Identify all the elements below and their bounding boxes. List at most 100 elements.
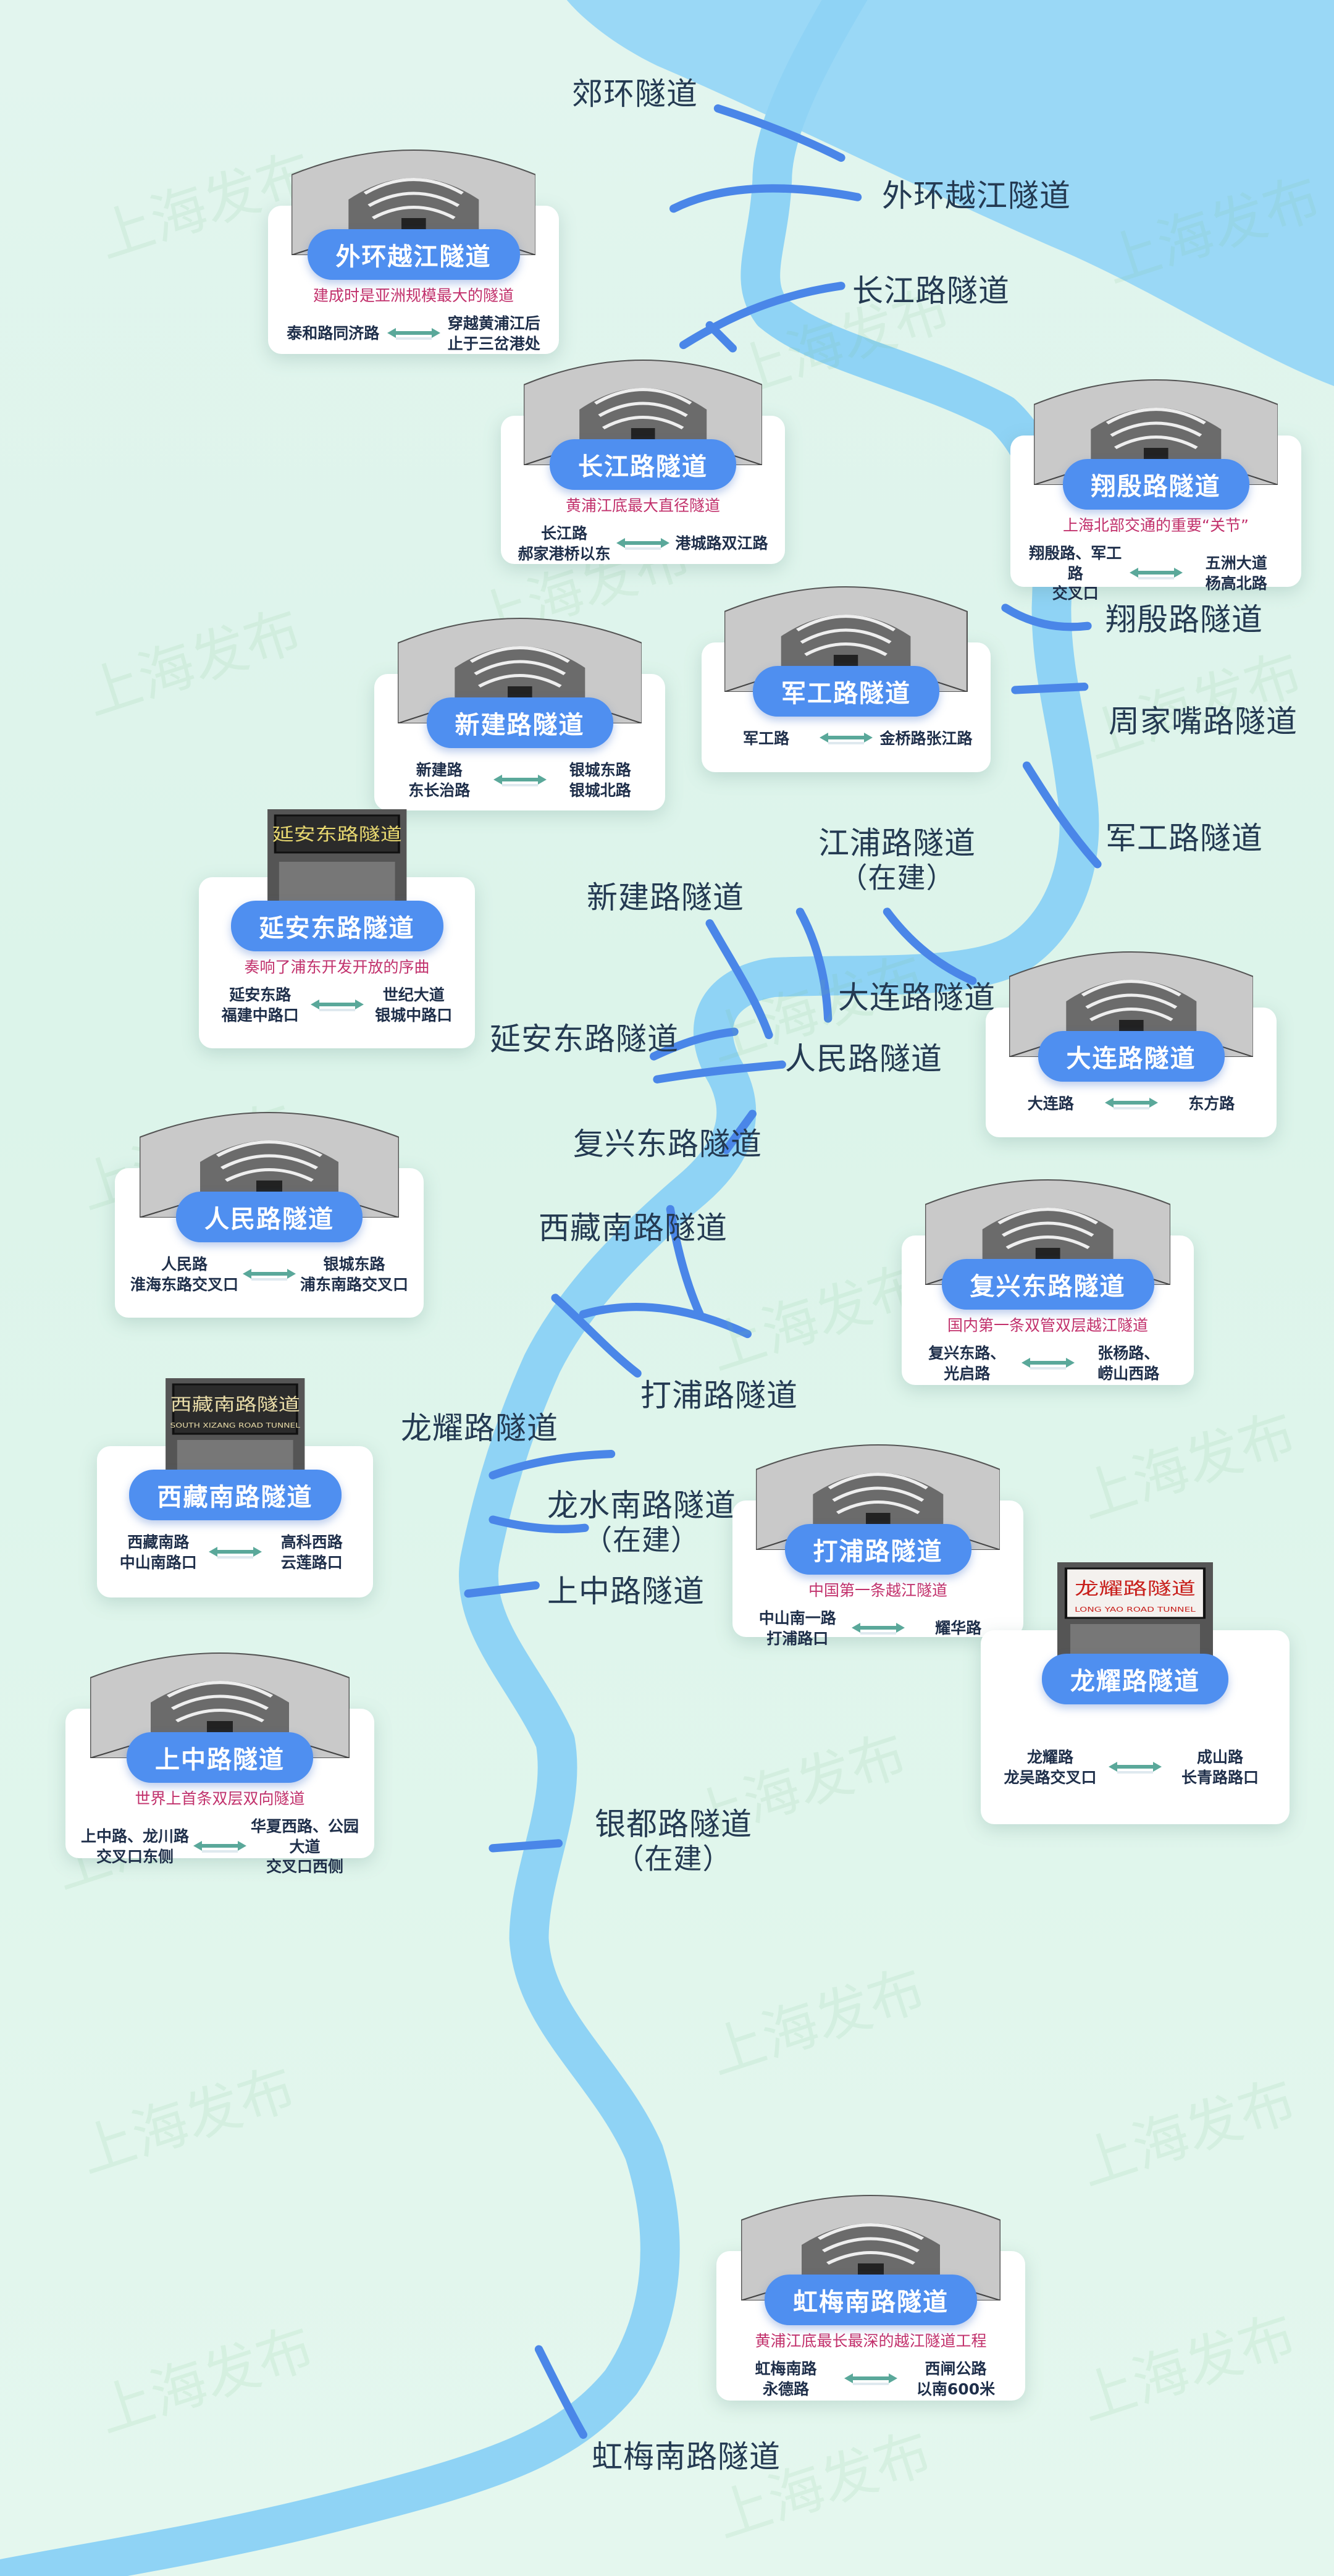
bidirectional-arrow-icon [851,1622,905,1635]
sign-text-en: LONG YAO ROAD TUNNEL [1075,1606,1196,1614]
tunnel-mark-xinjian [705,919,773,1040]
sign-text: 延安东路隧道 [272,825,401,844]
tunnel-route: 上中路、龙川路 交叉口东侧 华夏西路、公园大道 交叉口西侧 [78,1817,362,1877]
map-label-text: 人民路隧道 [785,1041,942,1077]
map-label-text: 龙耀路隧道 [401,1410,558,1446]
map-label-text: 西藏南路隧道 [539,1210,728,1246]
map-label: 郊环隧道 [572,76,698,112]
tunnel-name-badge: 复兴东路隧道 [941,1259,1154,1310]
tunnel-route: 中山南一路 打浦路口 耀华路 [745,1609,1011,1649]
tunnel-name-badge: 人民路隧道 [176,1192,363,1242]
tunnel-mark-zhoujiazui [1011,682,1089,694]
tunnel-card: 复兴东路隧道 国内第一条双管双层越江隧道 复兴东路、 光启路 张杨路、 崂山西路 [902,1179,1194,1385]
bidirectional-arrow-icon [243,1268,296,1281]
map-label: 长江路隧道 [852,273,1010,309]
yangtze-estuary [566,0,1334,386]
map-label: 新建路隧道 [587,880,744,916]
route-start: 上中路、龙川路 交叉口东侧 [80,1827,189,1866]
tunnel-card: 新建路隧道 新建路 东长治路 银城东路 银城北路 [374,618,665,810]
tunnel-route: 大连路 东方路 [998,1094,1264,1114]
map-label-status: （在建） [615,1842,732,1875]
tunnel-name-badge: 翔殷路隧道 [1062,459,1249,510]
tunnel-route: 新建路 东长治路 银城东路 银城北路 [387,760,653,801]
route-start: 长江路 郝家港桥以东 [518,524,611,563]
tunnel-card: 龙耀路隧道 LONG YAO ROAD TUNNEL 龙耀路隧道 龙耀路 龙吴路… [981,1562,1290,1824]
tunnel-mark-fuxing [722,1109,757,1155]
tunnel-card: 虹梅南路隧道 黄浦江底最长最深的越江隧道工程 虹梅南路 永德路 西闸公路 以南6… [716,2195,1025,2401]
map-label: 延安东路隧道 [490,1021,679,1058]
route-end: 穿越黄浦江后 止于三岔港处 [447,314,540,353]
tunnel-mark-longshui [489,1515,589,1533]
tunnel-name-badge: 西藏南路隧道 [128,1470,342,1520]
tunnel-name-badge: 延安东路隧道 [230,901,443,951]
map-label-text: 郊环隧道 [572,76,698,112]
bidirectional-arrow-icon [820,733,873,745]
bidirectional-arrow-icon [1129,567,1183,579]
tunnel-mark-yanan [650,1027,739,1061]
map-label-text: 外环越江隧道 [882,178,1071,214]
map-label: 周家嘴路隧道 [1109,704,1298,740]
map-label: 龙耀路隧道 [401,1410,558,1447]
route-start: 延安东路 福建中路口 [221,986,299,1024]
map-label-text: 上中路隧道 [547,1573,705,1609]
bidirectional-arrow-icon [193,1840,246,1853]
tunnel-card: 外环越江隧道 建成时是亚洲规模最大的隧道 泰和路同济路 穿越黄浦江后 止于三岔港… [268,149,559,354]
map-label-text: 虹梅南路隧道 [592,2439,781,2475]
map-label: 龙水南路隧道（在建） [547,1488,736,1556]
tunnel-card: 长江路隧道 黄浦江底最大直径隧道 长江路 郝家港桥以东 港城路双江路 [501,360,785,564]
map-label-status: （在建） [839,861,955,894]
route-start: 翔殷路、军工路 交叉口 [1029,544,1122,602]
bidirectional-arrow-icon [493,774,547,786]
map-label: 打浦路隧道 [640,1378,798,1414]
map-label: 人民路隧道 [785,1041,942,1077]
tunnel-route: 延安东路 福建中路口 世纪大道 银城中路口 [211,985,463,1025]
map-label-text: 翔殷路隧道 [1105,602,1263,638]
tunnel-tagline: 建成时是亚洲规模最大的隧道 [313,287,514,305]
map-label: 军工路隧道 [1105,820,1263,857]
tunnel-mark-shangzhong [464,1581,540,1598]
tunnel-card: 西藏南路隧道 SOUTH XIZANG ROAD TUNNEL 西藏南路隧道 西… [97,1378,373,1597]
route-end: 张杨路、 崂山西路 [1097,1344,1160,1383]
route-end: 成山路 长青路路口 [1181,1748,1259,1787]
map-label-text: 新建路隧道 [587,880,744,915]
map-label-status: （在建） [584,1523,700,1557]
route-start: 复兴东路、 光启路 [928,1344,1006,1383]
tunnel-mark-jiangpu [883,907,977,985]
tunnel-mark-yindu [489,1839,563,1853]
route-end: 华夏西路、公园大道 交叉口西侧 [250,1817,359,1875]
tunnel-name-badge: 上中路隧道 [127,1732,313,1783]
map-label-text: 大连路隧道 [838,980,996,1016]
tunnel-tagline: 世界上首条双层双向隧道 [135,1790,305,1808]
tunnel-name-badge: 外环越江隧道 [307,229,520,280]
tunnel-route: 人民路 淮海东路交叉口 银城东路 浦东南路交叉口 [127,1255,411,1295]
tunnel-card: 打浦路隧道 中国第一条越江隧道 中山南一路 打浦路口 耀华路 [732,1444,1023,1648]
bidirectional-arrow-icon [1104,1098,1158,1110]
route-end: 世纪大道 银城中路口 [375,986,453,1024]
map-label: 江浦路隧道（在建） [818,825,976,894]
tunnel-mark-renmin [653,1060,786,1084]
map-label-text: 复兴东路隧道 [573,1126,762,1162]
sign-text-en: SOUTH XIZANG ROAD TUNNEL [170,1421,300,1429]
map-label-text: 延安东路隧道 [490,1021,679,1057]
route-end: 东方路 [1188,1095,1235,1113]
map-label: 西藏南路隧道 [539,1210,728,1247]
tunnel-tagline: 上海北部交通的重要“关节” [1063,516,1249,534]
tunnel-name-badge: 龙耀路隧道 [1042,1654,1228,1704]
tunnel-route: 龙耀路 龙吴路交叉口 成山路 长青路路口 [993,1748,1277,1788]
tunnel-route: 西藏南路 中山南路口 高科西路 云莲路口 [109,1533,361,1573]
route-start: 人民路 淮海东路交叉口 [130,1255,238,1294]
tunnel-card: 军工路隧道 军工路 金桥路张江路 [702,586,991,772]
tunnel-card: 延安东路隧道 延安东路隧道 奏响了浦东开发开放的序曲 延安东路 福建中路口 世纪… [199,809,475,1048]
route-end: 银城东路 浦东南路交叉口 [300,1255,408,1294]
bidirectional-arrow-icon [1109,1761,1162,1774]
tunnel-tagline: 奏响了浦东开发开放的序曲 [244,958,430,976]
map-label-text: 打浦路隧道 [640,1378,798,1413]
route-start: 大连路 [1027,1095,1074,1113]
tunnel-mark-changjiang [679,282,845,353]
sign-text: 西藏南路隧道 [170,1395,300,1415]
tunnel-name-badge: 虹梅南路隧道 [765,2275,977,2325]
tunnel-tagline: 国内第一条双管双层越江隧道 [947,1316,1148,1334]
map-label: 复兴东路隧道 [573,1126,762,1163]
tunnel-mark-waihuan [669,184,862,213]
